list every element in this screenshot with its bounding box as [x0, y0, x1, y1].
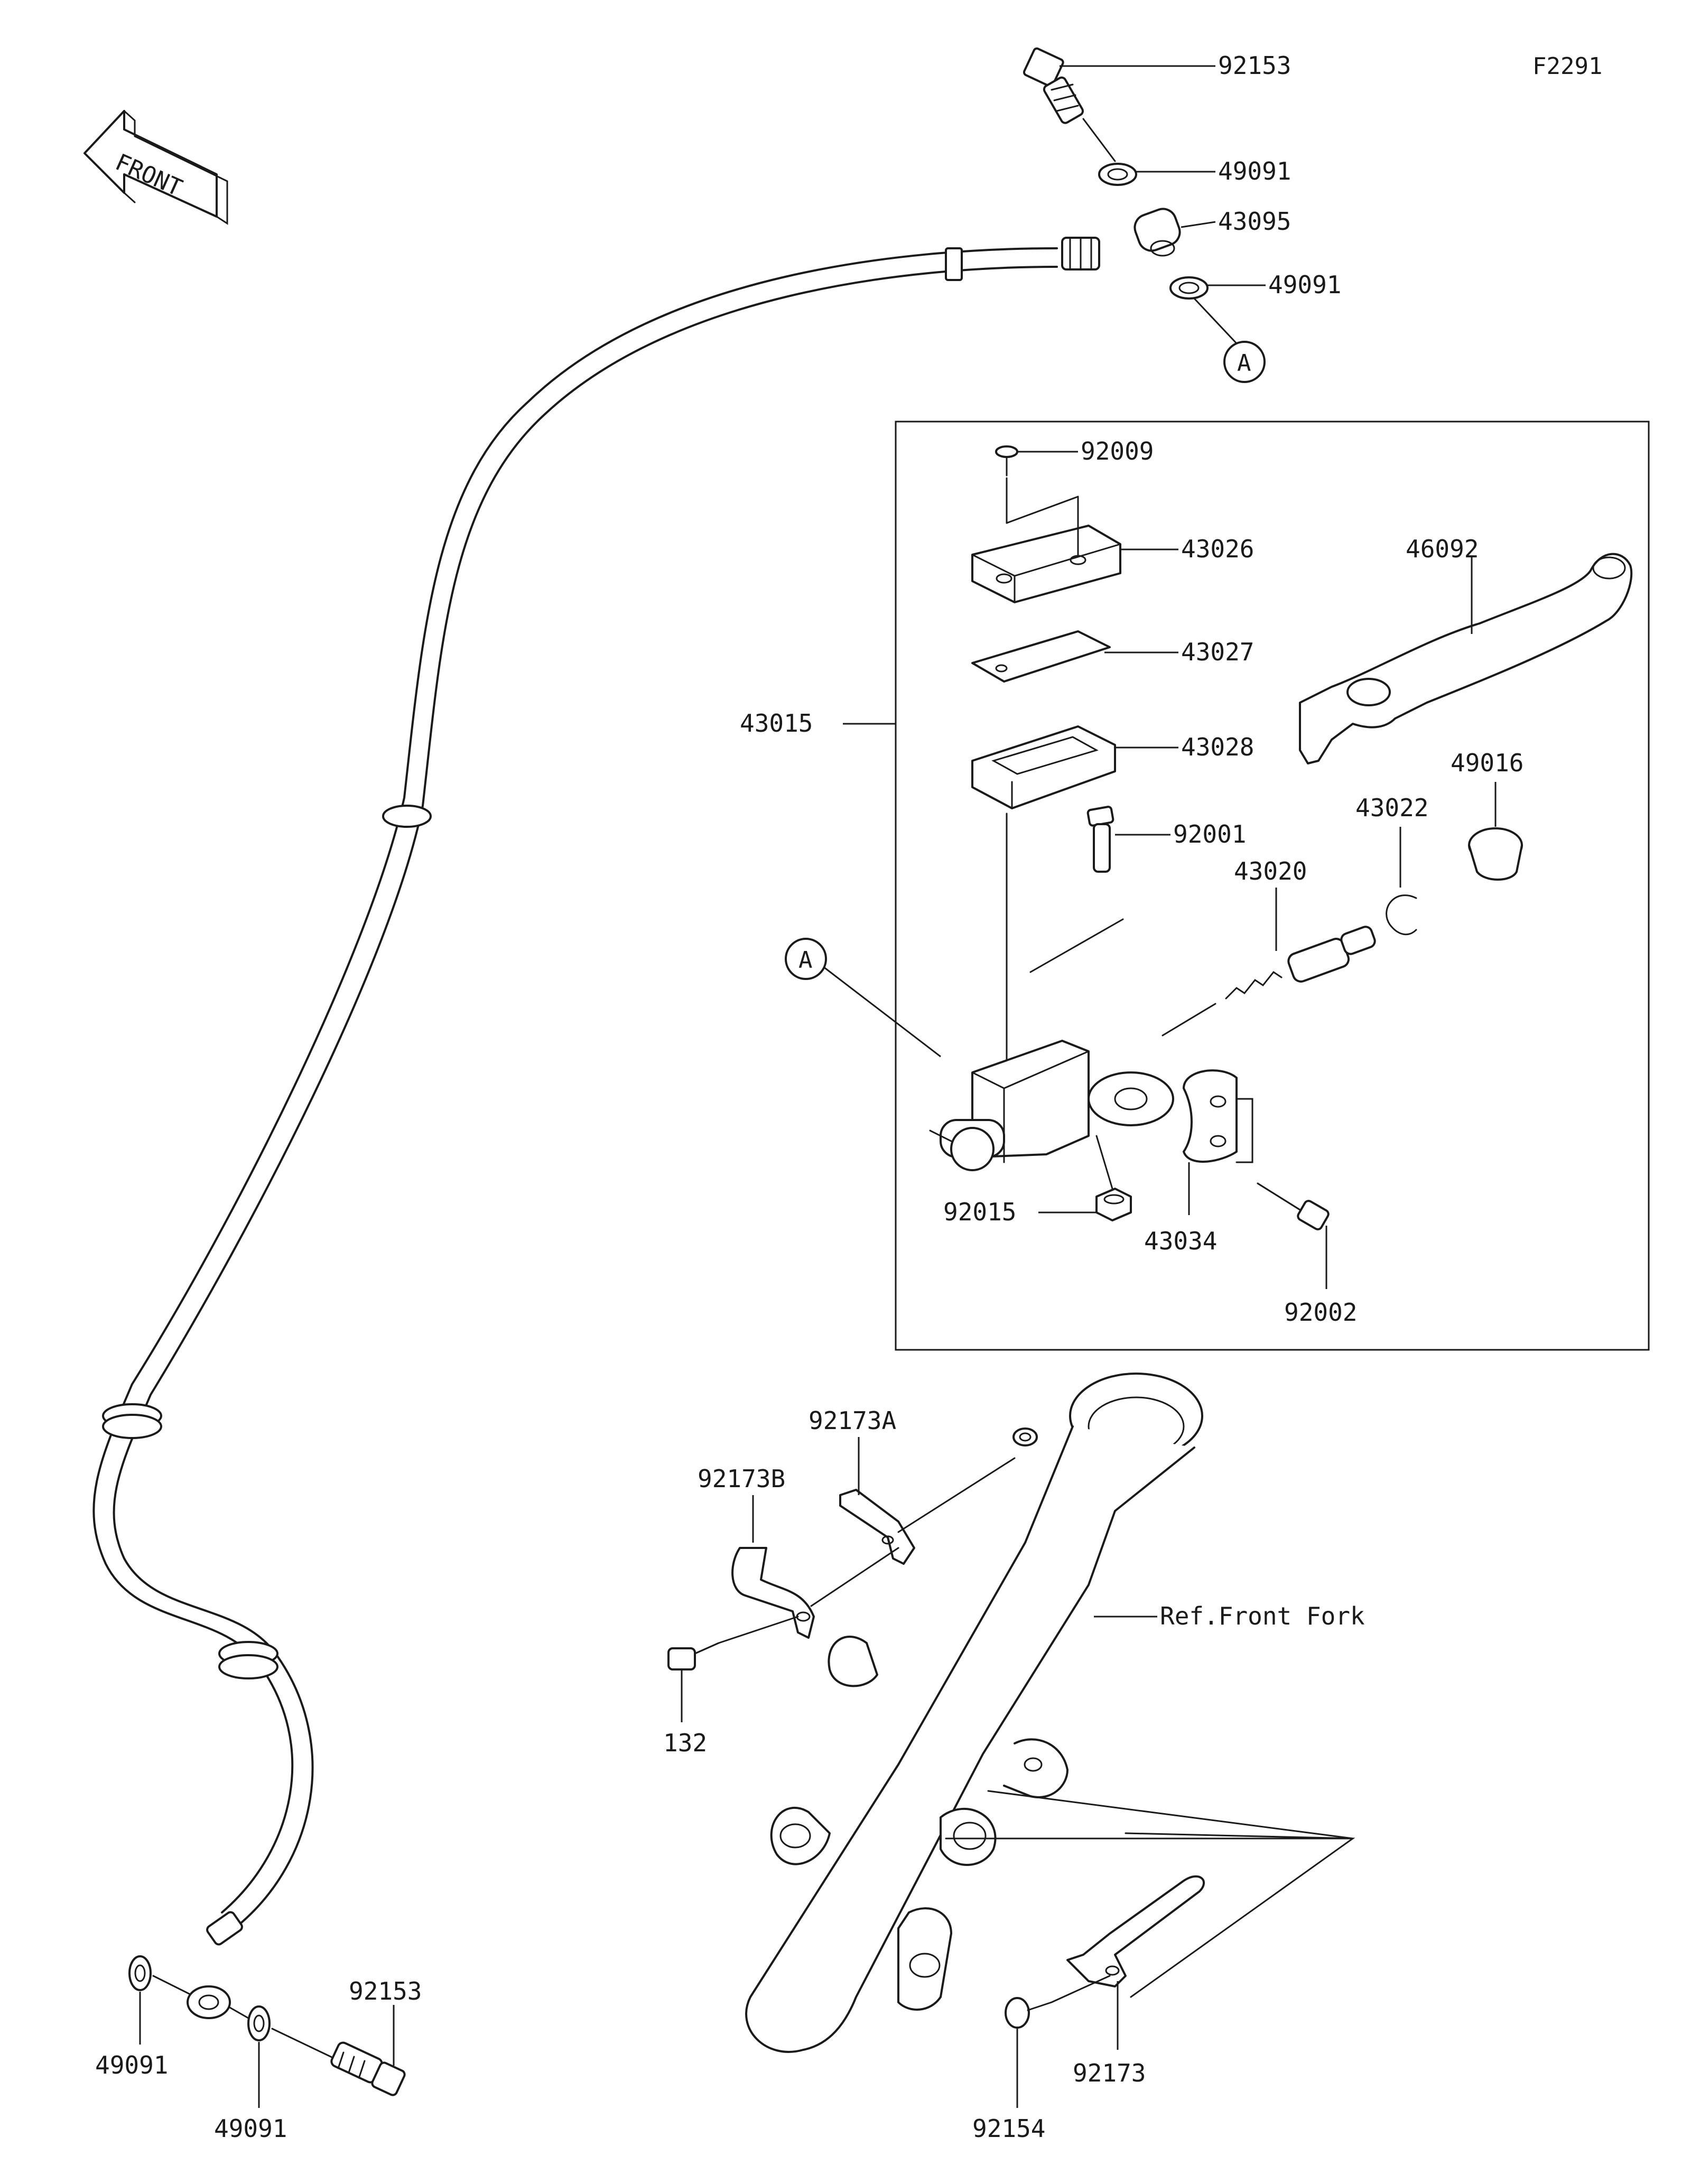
- washer-top-2: [1169, 276, 1209, 300]
- label-circlip: 43022: [1355, 794, 1428, 822]
- label-dust-boot: 49016: [1451, 749, 1523, 777]
- label-bolt-clamp: 132: [663, 1729, 707, 1757]
- front-fork: [745, 1373, 1203, 2053]
- label-holder: 43034: [1144, 1227, 1217, 1255]
- label-bolt-fork: 92154: [972, 2114, 1045, 2143]
- brake-lever: [1299, 553, 1633, 764]
- cap-screw: [995, 445, 1018, 477]
- callout-a-box-letter: A: [798, 947, 813, 974]
- circlip: [1386, 894, 1417, 936]
- nut: [1095, 1188, 1132, 1221]
- diaphragm-plate: [971, 630, 1111, 683]
- label-screw-cap: 92009: [1081, 437, 1154, 465]
- label-master-cylinder-assy: 43015: [740, 709, 813, 738]
- brake-hose: [92, 237, 1100, 1946]
- holder: [1183, 1069, 1238, 1163]
- label-piston-kit: 43020: [1234, 857, 1307, 885]
- label-bolt-holder: 92002: [1284, 1298, 1357, 1327]
- clamp-a: [839, 1489, 915, 1565]
- label-fork-ref: Ref.Front Fork: [1160, 1602, 1365, 1630]
- label-washer-bottom-2: 49091: [214, 2114, 287, 2143]
- callout-a-box: [785, 938, 827, 980]
- label-hose-fitting: 43095: [1218, 207, 1291, 236]
- banjo-bolt-bottom: [330, 2041, 406, 2096]
- holder-bolt: [1257, 1182, 1330, 1230]
- label-diaphragm: 43028: [1181, 733, 1254, 761]
- piston-kit: [1225, 926, 1376, 1000]
- label-bolt-top: 92153: [1218, 51, 1291, 80]
- label-bolt-pivot: 92001: [1173, 820, 1246, 848]
- fork-clamp: [1066, 1875, 1205, 1987]
- label-washer-top-1: 49091: [1218, 157, 1291, 185]
- fork-bolt: [1005, 1997, 1053, 2029]
- pivot-bolt: [1086, 806, 1114, 873]
- washer-top-1: [1098, 163, 1137, 186]
- banjo-fitting-bottom: [187, 1985, 231, 2019]
- label-plate: 43027: [1181, 638, 1254, 666]
- label-clamp-b: 92173B: [698, 1464, 785, 1493]
- label-bolt-bottom: 92153: [349, 1977, 422, 2005]
- washer-bottom-1: [128, 1955, 152, 1991]
- master-cylinder-body: [929, 1040, 1174, 1171]
- dust-boot: [1468, 827, 1523, 881]
- label-clamp-a: 92173A: [809, 1406, 896, 1435]
- label-washer-top-2: 49091: [1268, 270, 1341, 299]
- label-lever: 46092: [1406, 535, 1479, 563]
- callout-a-top: [1223, 341, 1266, 383]
- diaphragm: [971, 725, 1116, 809]
- washer-bottom-2: [247, 2005, 271, 2041]
- label-cap: 43026: [1181, 535, 1254, 563]
- diagram-code: F2291: [1532, 53, 1602, 80]
- label-nut: 92015: [943, 1198, 1016, 1226]
- front-arrow-icon: FRONT: [83, 110, 228, 225]
- label-clamp-fork: 92173: [1073, 2059, 1146, 2087]
- reservoir-cap: [971, 525, 1121, 603]
- label-washer-bottom-1: 49091: [95, 2051, 168, 2079]
- hose-fitting: [1133, 208, 1181, 257]
- callout-a-top-letter: A: [1237, 350, 1251, 377]
- clamp-bolt: [667, 1642, 720, 1670]
- banjo-bolt-top: [1023, 47, 1084, 124]
- master-cylinder-box: [895, 421, 1650, 1351]
